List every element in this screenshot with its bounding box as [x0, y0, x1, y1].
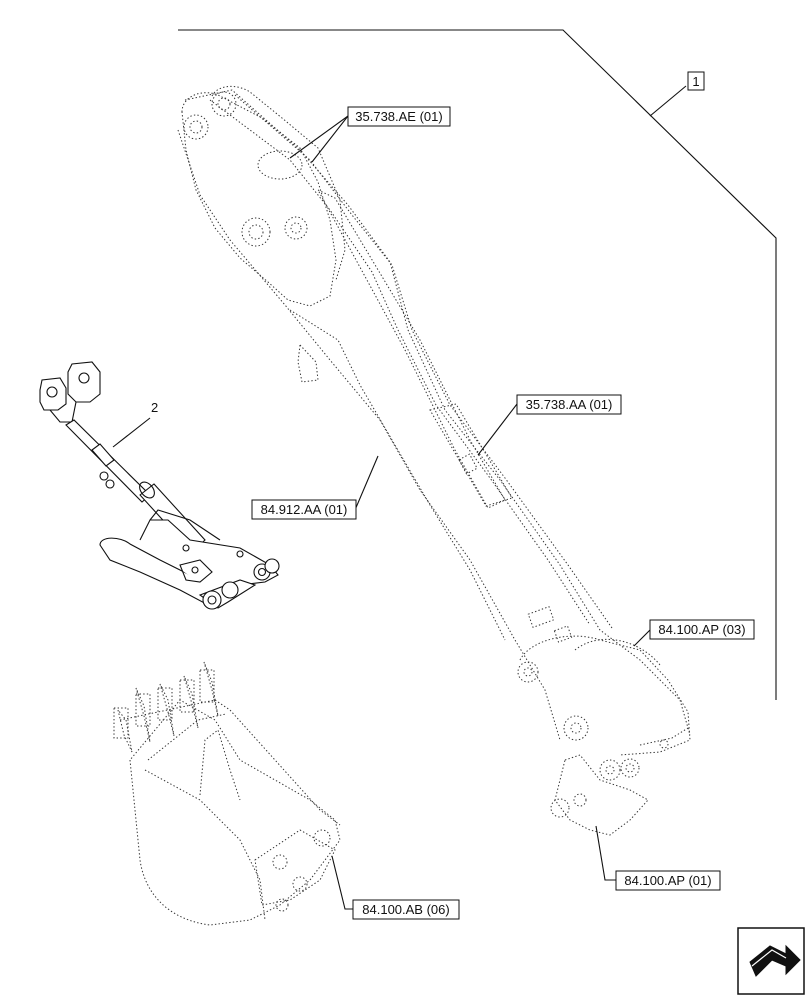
callout-84100ab: 84.100.AB (06)	[331, 855, 460, 920]
reference-84100ap03: 84.100.AP (03)	[658, 622, 745, 637]
quick-coupler	[39, 361, 280, 610]
callout-84100ap01: 84.100.AP (01)	[595, 825, 721, 891]
callout-item-1: 1	[649, 71, 705, 117]
callout-item-2: 2	[112, 400, 158, 448]
reference-35738aa: 35.738.AA (01)	[526, 397, 613, 412]
callout-84912aa: 84.912.AA (01)	[251, 455, 379, 520]
reference-84100ab: 84.100.AB (06)	[362, 902, 449, 917]
arm-dipper-outline	[177, 86, 691, 836]
reference-35738ae: 35.738.AE (01)	[355, 109, 442, 124]
reference-84912aa: 84.912.AA (01)	[261, 502, 348, 517]
reference-84100ap01: 84.100.AP (01)	[624, 873, 711, 888]
callout-84100ap03: 84.100.AP (03)	[633, 619, 755, 647]
callout-35738aa: 35.738.AA (01)	[477, 394, 622, 456]
bucket-outline	[113, 661, 341, 926]
assembly-bracket-line	[178, 29, 777, 700]
item-number-2: 2	[151, 400, 158, 415]
item-number-1: 1	[692, 74, 699, 89]
callout-35738ae: 35.738.AE (01)	[289, 106, 451, 163]
navigation-arrow-icon[interactable]	[737, 927, 805, 995]
